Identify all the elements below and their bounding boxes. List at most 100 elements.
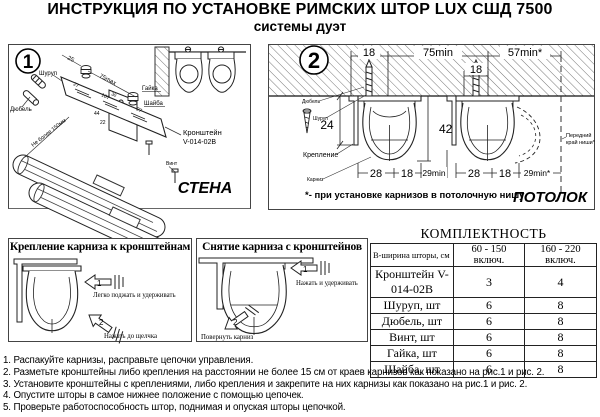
instruction-step: 4. Опустите шторы в самое нижнее положен… [3,390,304,402]
dowel-leader [22,97,30,107]
kit-item-qty: 8 [523,329,598,346]
dim-bg [422,167,447,179]
dim-b28b: 28 [468,168,480,180]
instructions-list: 1. Распакуйте карнизы, расправьте цепочк… [3,355,599,414]
dim-bg [368,167,385,179]
dim-b18b: 18 [499,168,511,180]
step2-label: Повернуть карниз [201,334,254,341]
figure-1-badge [16,49,40,73]
dim-bg [465,63,487,75]
bracket-rail [61,77,166,137]
max-distance-note: Не более 150мм [31,118,68,149]
instruction-step: 5. Проверьте работоспособность штор, под… [3,402,346,414]
instruction-step: 3. Установите кронштейны с креплениями, … [3,378,528,390]
kit-item-name: Шуруп, шт [370,297,454,314]
dim-top-18b: 18 [470,64,482,76]
dim-27a: 27 [72,81,80,89]
distance-line [25,117,69,157]
dim-44: 44 [94,111,100,117]
cornice-leader [323,157,371,179]
kit-item-qty: 6 [452,329,525,346]
step1-label: Легко поджать и удерживать [93,292,176,299]
dim-42-lines [417,96,431,161]
attach-panel-title: Крепление карниза к кронштейнам [9,241,191,253]
bracket-model-label: V-014-02В [183,139,216,146]
carriage-1 [93,175,124,196]
bolt-icon-1 [146,141,152,155]
dim-line-75max [88,71,136,97]
nut-washer-stack-1 [81,66,91,79]
kit-item-name: Кронштейн V-014-02В [370,266,454,298]
dim-24-lines [337,92,354,149]
figure-2-number: 2 [308,48,320,73]
dim-bg [500,46,550,59]
figure-1-drawing: 1 Шуруп Дюбель Не более [10,45,250,257]
wall-section-detail [155,47,246,96]
kit-item-qty: 8 [523,361,598,378]
kit-item-name: Шайба, шт [370,361,454,378]
press-arrow-1 [291,261,329,275]
table-row: Шуруп, шт 6 8 [370,297,598,314]
dim-line-25 [62,55,81,66]
dim-25: 25 [66,55,75,64]
dim-top-18a: 18 [363,47,375,59]
step1-number: 1 [97,279,102,288]
second-18-dimension [464,71,488,96]
dowel-label: Дюбель [10,107,32,113]
screw-leader [326,95,366,118]
table-row: Кронштейн V-014-02В 3 4 [370,266,598,298]
dim-27b: 27 [135,106,143,114]
carriage-2 [109,207,140,228]
cornice-profile [23,266,81,333]
bracket-name-label: Кронштейн [183,128,222,137]
fastening-leader [337,144,353,154]
ceiling-screw-1 [366,60,372,96]
page-subtitle: системы дуэт [253,19,347,34]
kit-item-name: Дюбель, шт [370,313,454,330]
dim-22: 22 [100,120,106,126]
swung-cornice-dashed [515,107,540,163]
nut-washer-stack-2 [128,93,138,106]
cornice-profile-1 [358,96,421,161]
kit-item-qty: 6 [452,297,525,314]
kit-header-range-2: 160 - 220 включ. [523,243,598,267]
dim-top-75min: 75min [423,47,453,59]
bolt-leader [169,167,175,173]
step2-number: 2 [99,318,104,327]
kit-table: В-ширина шторы, см 60 - 150 включ. 160 -… [370,243,598,378]
niche-leader [562,137,566,139]
dim-42: 42 [439,122,453,136]
screw-icon [30,73,47,89]
press-arrow-1 [85,275,123,289]
press-arrow-2 [85,309,127,344]
fastening-label: Крепление [303,152,338,159]
dim-bg [466,167,483,179]
figure-1-number: 1 [23,52,34,73]
dim-107: 107 [100,92,110,101]
figure-2-ceiling-mount-panel: 2 18 75min 57min* 18 [268,44,596,210]
dim-bg [497,167,513,179]
step2-number: 2 [233,318,238,327]
dim-bg [521,167,553,179]
bracket-shape [14,259,77,322]
fastening-plate-1 [349,96,358,145]
attach-drawing: 1 Легко поджать и удерживать 2 Нажать до… [9,239,176,344]
table-row: Дюбель, шт 6 8 [370,313,598,330]
kit-item-qty: 6 [452,361,525,378]
table-row: Винт, шт 6 8 [370,329,598,346]
kit-item-qty: 8 [523,297,598,314]
attach-cornice-panel: Крепление карниза к кронштейнам 1 Легко … [8,238,192,342]
footnote: *- при установке карнизов в потолочную н… [305,190,525,201]
fastening-plate-2 [447,96,456,145]
dim-b28a: 28 [370,168,382,180]
dim-b29b: 29min* [524,168,551,178]
instruction-step: 1. Распакуйте карнизы, расправьте цепочк… [3,355,254,366]
dim-24: 24 [320,118,334,132]
dim-75max: 75max [98,73,117,87]
kit-item-qty: 8 [523,313,598,330]
kit-item-name: Винт, шт [370,329,454,346]
screw-label: Шуруп [313,116,328,122]
screw-icon [303,109,311,133]
screw-label: Шуруп [39,71,57,77]
